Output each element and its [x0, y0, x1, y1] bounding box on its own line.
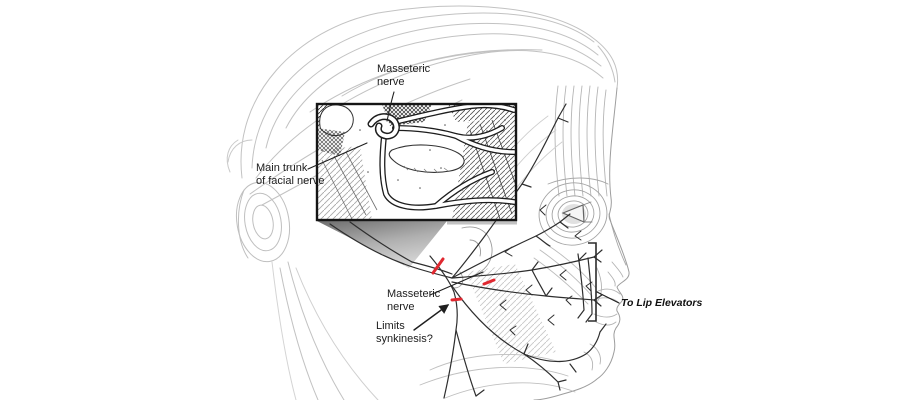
ear [453, 226, 493, 289]
leader-lip-elevators [596, 291, 620, 304]
facial-nerve-network [329, 103, 607, 399]
masseter-muscle [466, 264, 556, 364]
eye [561, 204, 585, 223]
hair-bun [235, 181, 291, 263]
inset-box [315, 102, 518, 222]
leader-lines [307, 91, 620, 331]
face-profile-outline [533, 87, 630, 400]
lip-elevators-bracket [588, 242, 597, 322]
red-mark-trunk [431, 257, 445, 275]
leader-masseteric-lower [429, 271, 484, 296]
leader-limits-arrow [413, 304, 450, 331]
leader-main-trunk [307, 142, 368, 170]
eye-orbicularis [538, 182, 608, 246]
inset-border [315, 102, 518, 222]
label-main-trunk-facial-nerve: Main trunk of facial nerve [256, 162, 325, 187]
red-mark-buccal [482, 278, 496, 286]
red-transection-marks [431, 257, 496, 302]
inset-shadow [447, 221, 517, 225]
cranium-outline [240, 5, 619, 179]
label-limits-synkinesis: Limits synkinesis? [376, 320, 433, 345]
red-mark-masseteric [450, 297, 463, 302]
masseteric-nerve-line [429, 255, 458, 399]
head-pencil-sketch [226, 5, 630, 400]
label-to-lip-elevators: To Lip Elevators [621, 297, 703, 309]
leader-masseteric-top [386, 91, 395, 122]
label-masseteric-nerve-lower: Masseteric nerve [387, 288, 441, 313]
label-masseteric-nerve-top: Masseteric nerve [377, 63, 431, 88]
